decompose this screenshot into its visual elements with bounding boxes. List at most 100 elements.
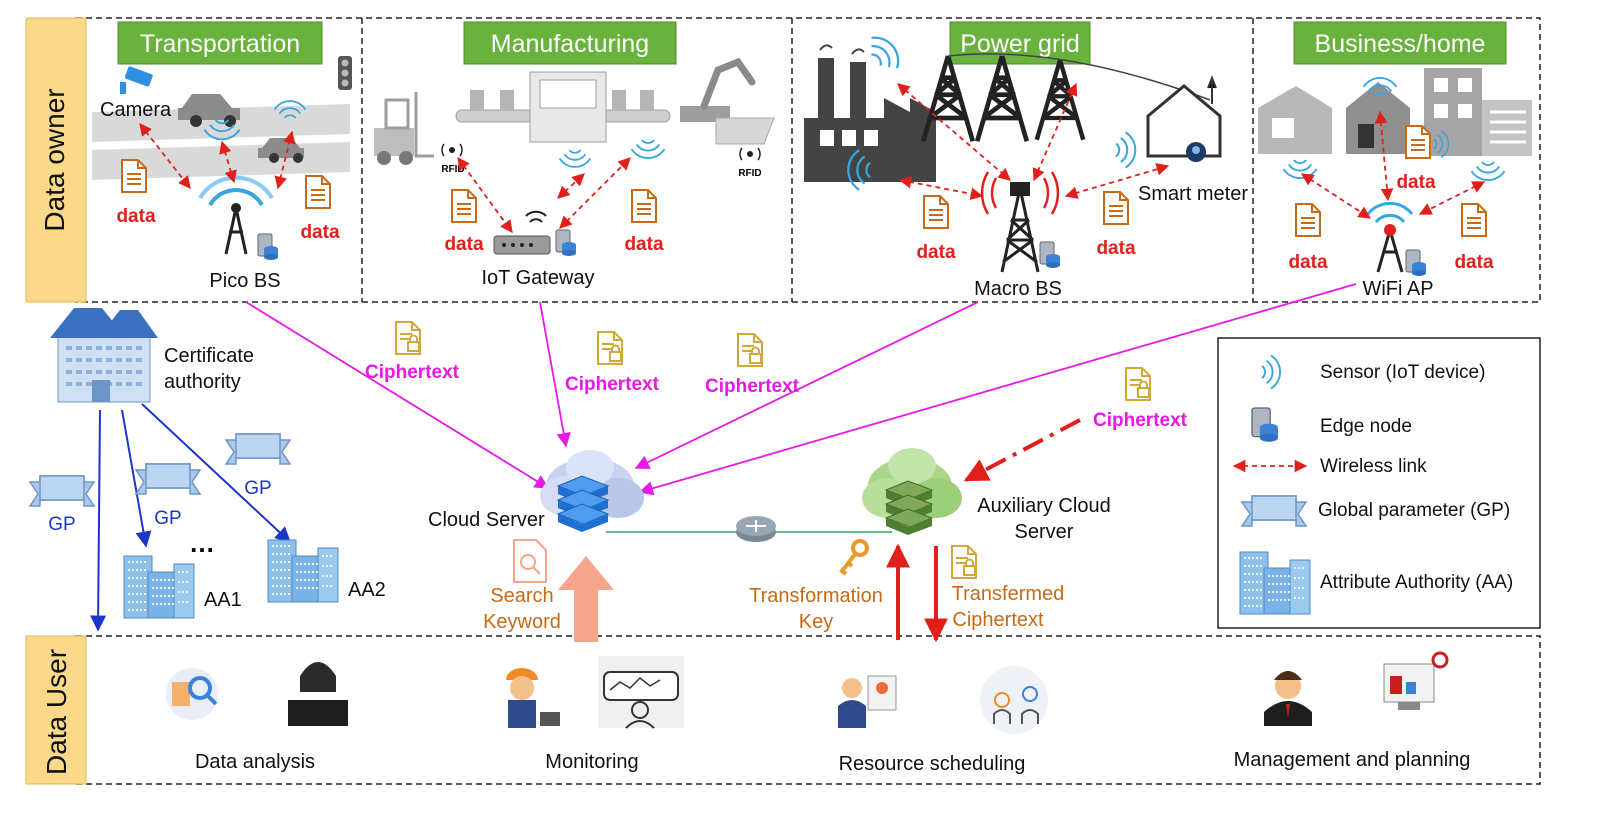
user-management-planning-label: Management and planning — [1234, 749, 1471, 771]
tag-business-home — [1293, 21, 1507, 65]
router-icon — [736, 516, 776, 542]
gp-ribbon-icon-1 — [29, 475, 95, 507]
data-label-t2: data — [300, 222, 340, 243]
legend-edge-node-label: Edge node — [1320, 416, 1412, 437]
sensor-waves-conveyor — [558, 149, 592, 168]
tag-business-home-label: Business/home — [1315, 30, 1486, 58]
wireless-links-transportation — [139, 123, 296, 190]
document-icon-m1 — [451, 189, 477, 223]
rfid-tag-2: RFID — [738, 147, 762, 179]
data-label-p2: data — [1096, 238, 1136, 259]
office-building-icon — [1424, 68, 1532, 156]
gp-distribution-arrows — [90, 403, 292, 632]
forklift-icon — [374, 92, 434, 165]
transfermed-ciphertext-label-1: Transfermed — [952, 583, 1065, 605]
iot-gateway-label: IoT Gateway — [481, 267, 594, 289]
document-icon-p2 — [1103, 191, 1129, 225]
tag-manufacturing-label: Manufacturing — [491, 30, 649, 58]
search-keyword-label-2: Keyword — [483, 611, 561, 633]
aa1-label: AA1 — [204, 589, 242, 611]
sensor-waves-conveyor-2 — [630, 139, 666, 160]
monitoring-screens-icon — [598, 656, 684, 729]
camera-icon — [120, 66, 153, 94]
robot-arm-icon — [680, 57, 775, 145]
key-icon — [839, 539, 869, 576]
search-upload-arrow — [558, 556, 614, 642]
rfid-label-1: RFID — [441, 164, 464, 175]
data-owner-label: Data owner — [39, 88, 70, 231]
encrypted-doc-icon-2 — [597, 331, 623, 365]
data-analysis-icon — [166, 668, 218, 720]
encrypted-doc-icon-4 — [1125, 367, 1151, 401]
rfid-label-2: RFID — [738, 168, 761, 179]
car-icon — [178, 94, 240, 127]
certificate-authority-label-1: Certificate — [164, 345, 254, 367]
document-icon-t2 — [305, 175, 331, 209]
traffic-light-icon — [338, 56, 352, 90]
data-owner-bar — [25, 17, 87, 303]
data-label-b2: data — [1396, 172, 1436, 193]
power-line — [947, 53, 1211, 101]
transfermed-ciphertext-doc-icon — [951, 545, 977, 579]
gp-label-1: GP — [48, 514, 75, 535]
wireless-links-power-grid — [897, 82, 1170, 201]
data-label-m1: data — [444, 234, 484, 255]
user-data-analysis-label: Data analysis — [195, 751, 315, 773]
smart-meter-label: Smart meter — [1138, 183, 1248, 205]
cloud-server-label: Cloud Server — [428, 509, 545, 531]
ciphertext-arrows — [245, 283, 1357, 496]
pico-bs-antenna-icon — [198, 175, 279, 261]
data-label-p1: data — [916, 242, 956, 263]
data-label-b1: data — [1288, 252, 1328, 273]
legend-wireless-label: Wireless link — [1320, 456, 1427, 477]
ciphertext-label-2: Ciphertext — [565, 374, 660, 395]
tag-transportation — [117, 21, 323, 65]
data-user-label: Data User — [41, 649, 72, 775]
macro-bs-label: Macro BS — [974, 278, 1062, 300]
sensor-waves-house-1 — [1282, 159, 1318, 180]
wireless-links-business — [1300, 110, 1486, 219]
wifi-ap-label: WiFi AP — [1362, 278, 1433, 300]
macro-bs-tower-icon — [980, 171, 1061, 273]
auxiliary-cloud-label-1: Auxiliary Cloud — [977, 495, 1110, 517]
aa1-building-icon — [123, 555, 195, 619]
pico-bs-label: Pico BS — [209, 270, 280, 292]
transfermed-ciphertext-label-2: Ciphertext — [952, 609, 1044, 631]
manager-report-icon — [838, 675, 897, 728]
tag-transportation-label: Transportation — [140, 30, 300, 58]
aa2-label: AA2 — [348, 579, 386, 601]
scheduling-people-gears-icon — [980, 666, 1048, 734]
transformation-key-label-1: Transformation — [749, 585, 883, 607]
legend-gp-label: Global parameter (GP) — [1318, 500, 1510, 521]
conveyor-icon — [455, 71, 671, 143]
aa-ellipsis: … — [189, 528, 215, 558]
wireless-links-manufacturing — [457, 156, 631, 234]
smart-house-icon — [1146, 75, 1222, 162]
cloud-server-stack-icon — [556, 475, 610, 532]
manager-icon — [1264, 671, 1312, 726]
legend-sensor-label: Sensor (IoT device) — [1320, 362, 1485, 383]
rfid-tag-1: RFID — [441, 143, 465, 175]
transformation-key-label-2: Key — [799, 611, 833, 633]
power-tower-icon-2 — [977, 56, 1027, 141]
aa2-building-icon — [267, 539, 339, 603]
document-icon-m2 — [631, 189, 657, 223]
document-icon-p1 — [923, 195, 949, 229]
analyst-laptop-icon — [288, 662, 348, 726]
power-tower-icon-3 — [1037, 60, 1083, 140]
sensor-waves-factory — [862, 29, 907, 77]
ciphertext-label-1: Ciphertext — [365, 362, 460, 383]
tag-power-grid — [949, 21, 1091, 65]
iot-gateway-router-icon — [493, 210, 577, 257]
data-label-b3: data — [1454, 252, 1494, 273]
certificate-authority-label-2: authority — [164, 371, 241, 393]
legend-aa-label: Attribute Authority (AA) — [1320, 572, 1513, 593]
encrypted-doc-icon-3 — [737, 333, 763, 367]
gp-label-2: GP — [154, 508, 181, 529]
user-monitoring-label: Monitoring — [545, 751, 638, 773]
wifi-ap-icon — [1366, 201, 1427, 277]
gp-label-3: GP — [244, 478, 271, 499]
document-icon-b3 — [1461, 203, 1487, 237]
auxiliary-server-stack-icon — [884, 480, 934, 535]
auxiliary-cloud-label-2: Server — [1015, 521, 1074, 543]
